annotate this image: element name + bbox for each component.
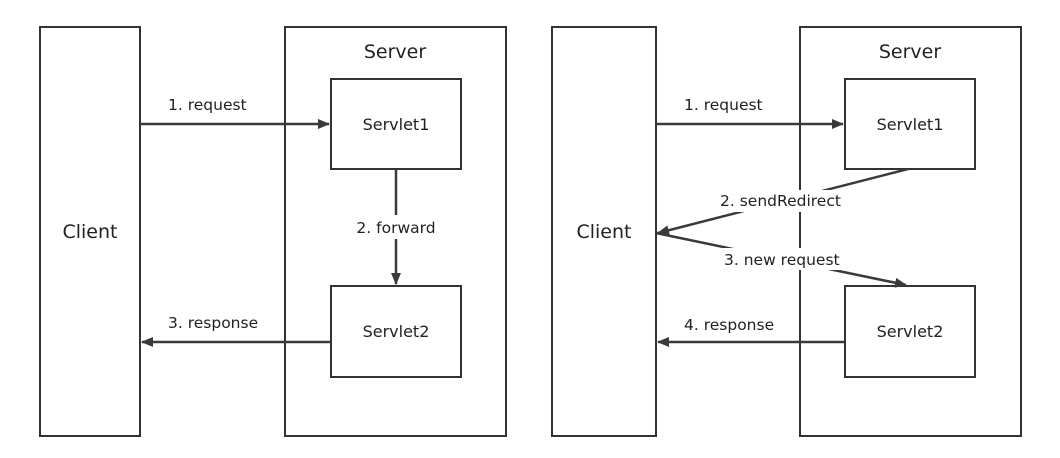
forward-forward-label-bg <box>352 215 440 239</box>
forward-servlet2-box <box>330 285 462 378</box>
redirect-new-request-label-bg <box>720 248 846 270</box>
redirect-new-request-label: 3. new request <box>724 251 840 269</box>
forward-servlet1-box <box>330 78 462 170</box>
redirect-servlet1-label: Servlet1 <box>877 115 944 134</box>
forward-client-label: Client <box>62 221 117 243</box>
forward-servlet1-label: Servlet1 <box>363 115 430 134</box>
forward-response-label: 3. response <box>168 314 258 332</box>
forward-client-box <box>39 26 141 437</box>
redirect-diagram: Client Server Servlet1 Servlet2 1. reque… <box>551 26 1022 437</box>
redirect-response-label: 4. response <box>684 316 774 334</box>
forward-request-label: 1. request <box>168 96 247 114</box>
forward-forward-label: 2. forward <box>356 219 435 237</box>
forward-server-label: Server <box>364 41 426 63</box>
redirect-server-label: Server <box>879 41 941 63</box>
redirect-sendredirect-label-bg <box>716 190 850 212</box>
redirect-servlet1-box <box>844 78 976 170</box>
redirect-servlet2-label: Servlet2 <box>877 322 944 341</box>
forward-servlet2-label: Servlet2 <box>363 322 430 341</box>
redirect-sendredirect-label: 2. sendRedirect <box>720 192 841 210</box>
redirect-servlet2-box <box>844 285 976 378</box>
redirect-client-box <box>551 26 657 437</box>
redirect-request-label: 1. request <box>684 96 763 114</box>
forward-diagram: Client Server Servlet1 Servlet2 1. reque… <box>39 26 507 437</box>
redirect-client-label: Client <box>576 221 631 243</box>
